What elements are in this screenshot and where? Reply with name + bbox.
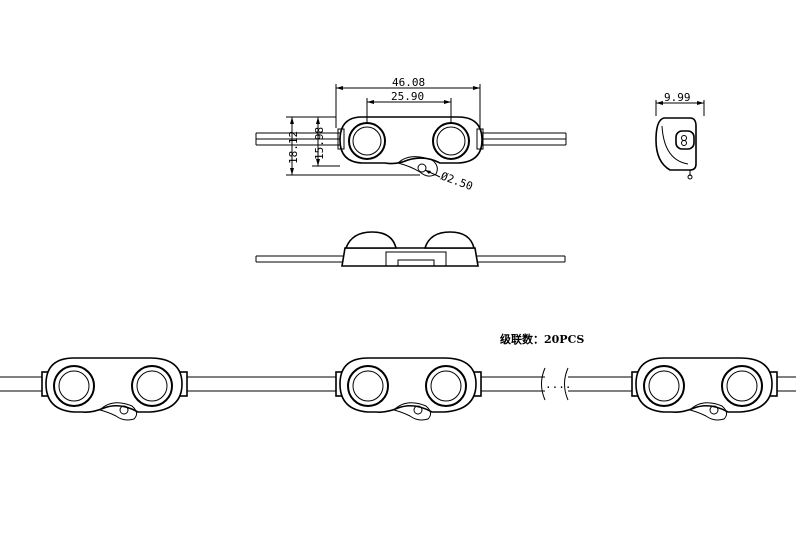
front-view-body bbox=[341, 247, 479, 267]
chain-module-1 bbox=[41, 357, 188, 421]
label-side-width: 9.99 bbox=[664, 91, 691, 104]
chain-count-note: 级联数：20PCS bbox=[499, 332, 584, 346]
dimension-lens-spacing: 25.90 bbox=[366, 90, 452, 124]
side-view: 9.99 bbox=[655, 91, 705, 180]
label-lens-spacing: 25.90 bbox=[391, 90, 424, 103]
label-overall-height: 18.12 bbox=[287, 131, 300, 164]
top-view-wire-right bbox=[478, 132, 567, 146]
top-view: 46.08 25.90 18.12 15.98 bbox=[255, 76, 567, 194]
dimension-hole-diameter: Ø2.50 bbox=[424, 169, 475, 194]
chain-module-2 bbox=[335, 357, 482, 421]
top-view-strain-left bbox=[337, 128, 345, 150]
label-overall-length: 46.08 bbox=[392, 76, 425, 89]
front-view-dome-left bbox=[344, 231, 398, 249]
label-body-height: 15.98 bbox=[313, 127, 326, 160]
top-view-mount-hole bbox=[417, 163, 427, 173]
label-hole-diameter: Ø2.50 bbox=[439, 170, 475, 194]
svg-text:....: .... bbox=[545, 378, 572, 391]
top-view-mount-tab bbox=[396, 156, 438, 177]
chain-module-3 bbox=[631, 357, 778, 421]
chain-break-left bbox=[541, 367, 546, 401]
dimension-overall-height: 18.12 bbox=[286, 116, 420, 176]
front-view-dome-right bbox=[423, 231, 476, 249]
front-view bbox=[255, 231, 566, 267]
dimension-overall-length: 46.08 bbox=[335, 76, 481, 128]
top-view-strain-right bbox=[476, 128, 484, 150]
top-view-wire-left bbox=[255, 132, 343, 146]
chain-break-right bbox=[564, 367, 569, 401]
dimension-body-height: 15.98 bbox=[312, 117, 340, 167]
